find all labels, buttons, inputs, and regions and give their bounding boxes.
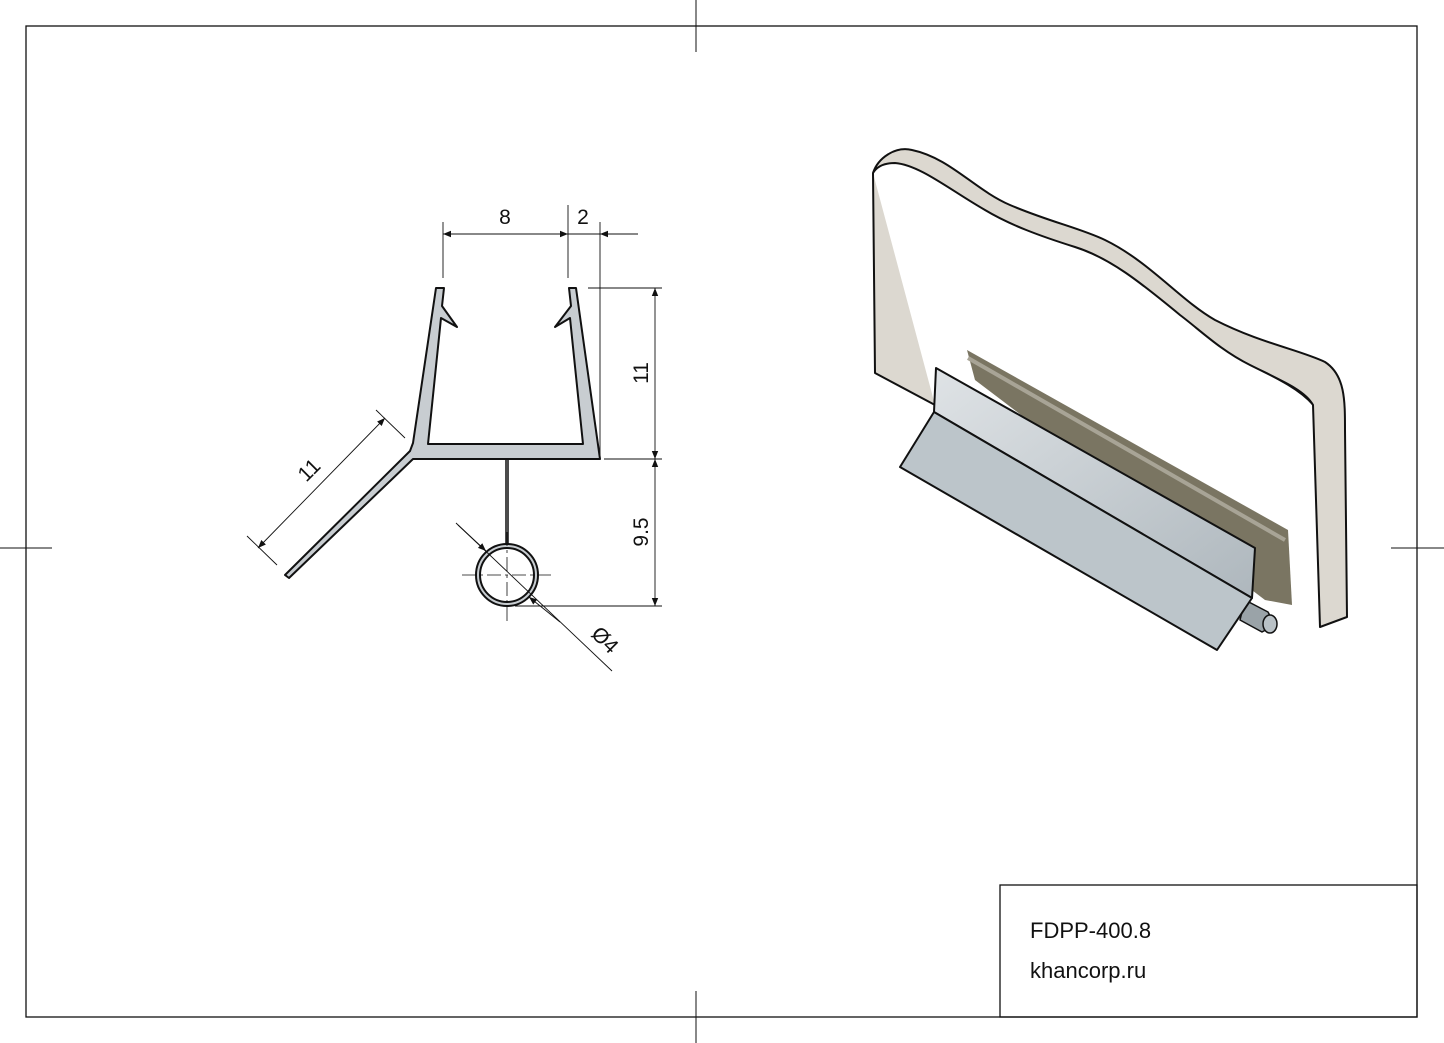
- part-number: FDPP-400.8: [1030, 918, 1152, 943]
- profile-section: [284, 287, 601, 607]
- dim-wall-thickness: 2: [577, 206, 589, 229]
- glass-panel: [872, 148, 1348, 628]
- dim-channel-height: 11: [630, 362, 653, 384]
- isometric-view: [872, 148, 1348, 651]
- dim-channel-width: 8: [499, 206, 511, 229]
- dim-bulb-diameter: Ø4: [587, 622, 623, 658]
- center-lines: [462, 532, 552, 622]
- company-website[interactable]: khancorp.ru: [1030, 958, 1147, 983]
- drawing-border: [25, 25, 1418, 1018]
- seal-fin: [899, 411, 1253, 651]
- title-block: [999, 884, 1418, 1018]
- dim-fin-length: 11: [294, 455, 326, 487]
- dim-bulb-offset: 9.5: [630, 517, 653, 546]
- dimension-lines: [246, 205, 662, 672]
